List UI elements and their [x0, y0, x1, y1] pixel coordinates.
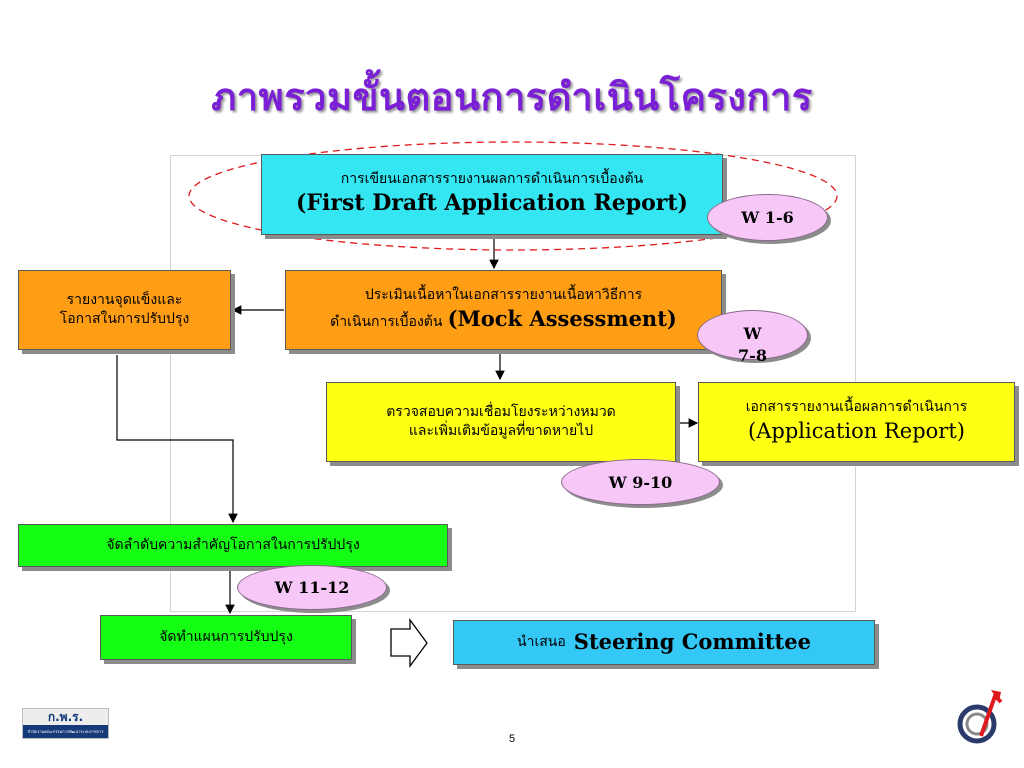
step-mock-line1: ประเมินเนื้อหาในเอกสารรายงานเนื้อหาวิธีก…	[364, 287, 643, 304]
org-logo-text: ก.พ.ร.	[23, 709, 108, 726]
step-prioritize: จัดลำดับความสำคัญโอกาสในการปรัปปรุง	[18, 524, 448, 567]
org-logo-subtext: สำนักงานคณะกรรมการพัฒนาระบบราชการ	[23, 725, 108, 738]
step-strengths-line2: โอกาสในการปรับปรุง	[59, 311, 190, 327]
step-application-english: (Application Report)	[748, 419, 965, 444]
week-badge-3: W 9-10	[561, 459, 720, 505]
week-badge-4: W 11-12	[237, 565, 387, 610]
arrow-strengths-to-prioritize	[116, 355, 238, 524]
page-number: 5	[508, 733, 516, 745]
week-badge-2-label: W 7-8	[738, 324, 767, 365]
step-strengths-report: รายงานจุดแข็งและ โอกาสในการปรับปรุง	[18, 270, 231, 350]
highlight-ellipse	[188, 141, 838, 251]
step-verify-line1: ตรวจสอบความเชื่อมโยงระหว่างหมวด	[386, 404, 616, 421]
step-first-draft-thai: การเขียนเอกสารรายงานผลการดำเนินการเบื้อง…	[340, 171, 644, 188]
step-verify-line2: และเพิ่มเติมข้อมูลที่ขาดหายไป	[408, 423, 594, 439]
step-mock-line2-thai: ดำเนินการเบื้องต้น	[330, 314, 443, 331]
step-application-thai: เอกสารรายงานเนื้อผลการดำเนินการ	[745, 399, 968, 416]
page-title: ภาพรวมขั้นตอนการดำเนินโครงการ	[211, 75, 813, 119]
step-mock-line2-english: (Mock Assessment)	[447, 306, 677, 332]
step-first-draft: การเขียนเอกสารรายงานผลการดำเนินการเบื้อง…	[261, 154, 723, 235]
step-strengths-line1: รายงานจุดแข็งและ	[66, 292, 183, 309]
circular-arrow-logo-icon	[957, 690, 1003, 744]
hollow-arrow-icon	[390, 618, 428, 668]
step-steering-committee: นำเสนอ Steering Committee	[453, 620, 875, 665]
step-prioritize-label: จัดลำดับความสำคัญโอกาสในการปรัปปรุง	[106, 537, 360, 554]
step-plan-label: จัดทำแผนการปรับปรุง	[159, 629, 293, 646]
week-badge-2: W 7-8	[697, 310, 808, 365]
step-improvement-plan: จัดทำแผนการปรับปรุง	[100, 615, 352, 660]
org-logo: ก.พ.ร. สำนักงานคณะกรรมการพัฒนาระบบราชการ	[22, 708, 109, 739]
step-application-report: เอกสารรายงานเนื้อผลการดำเนินการ (Applica…	[698, 382, 1015, 462]
week-badge-1: W 1-6	[707, 194, 828, 241]
step-mock-assessment: ประเมินเนื้อหาในเอกสารรายงานเนื้อหาวิธีก…	[285, 270, 722, 350]
step-steering-english: Steering Committee	[573, 629, 811, 655]
step-verify-links: ตรวจสอบความเชื่อมโยงระหว่างหมวด และเพิ่ม…	[326, 382, 676, 462]
step-steering-thai: นำเสนอ	[517, 634, 566, 651]
step-first-draft-english: (First Draft Application Report)	[296, 190, 688, 217]
